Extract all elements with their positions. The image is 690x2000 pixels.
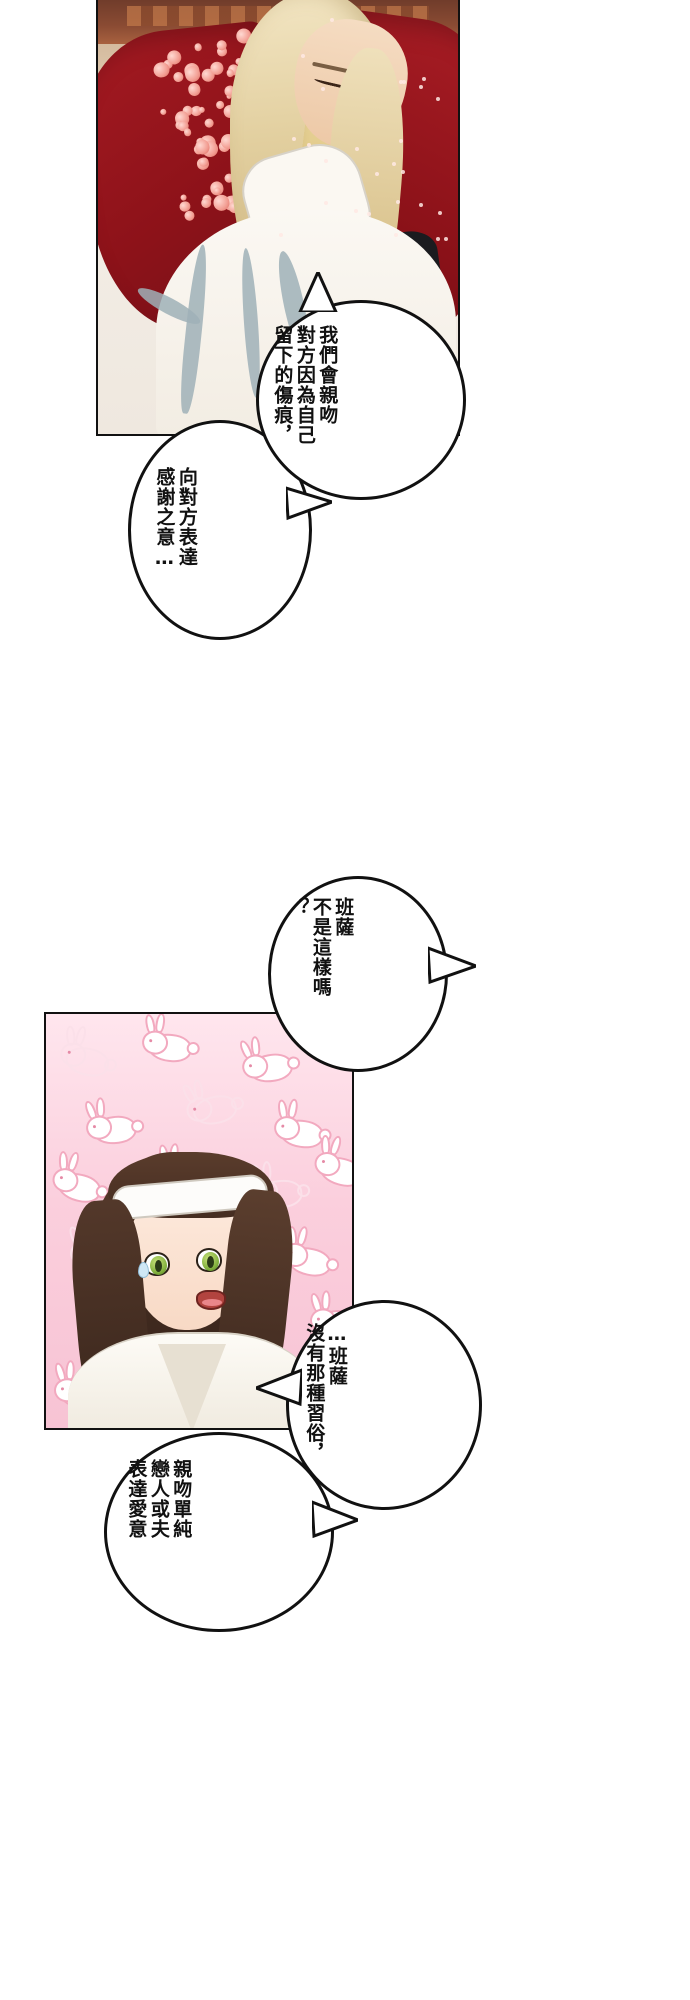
speech-bubble-3[interactable]: 班薩 不是這樣嗎 ？: [268, 876, 448, 1072]
bubble-1-text: 我們會親吻 對方因為自己 留下的傷痕，: [271, 325, 338, 445]
sparkle: [438, 211, 442, 215]
bubble-2-text: 向對方表達 感謝之意…: [153, 467, 198, 570]
girl-robe-vfold: [158, 1344, 226, 1430]
sparkle: [419, 203, 423, 207]
bubble-3-tail: [428, 944, 476, 986]
sparkle: [422, 77, 426, 81]
sparkle: [301, 54, 305, 58]
bubble-2-tail: [286, 482, 332, 522]
girl-pupil-left: [155, 1260, 162, 1272]
sparkle: [444, 237, 448, 241]
sparkle: [401, 170, 405, 174]
speech-bubble-5[interactable]: 親吻單純 戀人或夫 表達愛意: [104, 1432, 334, 1632]
girl-eye-right: [196, 1248, 222, 1272]
sparkle: [292, 137, 296, 141]
speech-bubble-4[interactable]: …班薩 沒有那種習俗，: [286, 1300, 482, 1510]
rabbit-icon: [140, 1022, 201, 1067]
girl-iris-left: [150, 1256, 167, 1275]
bubble-5-tail: [312, 1498, 358, 1540]
bubble-5-text: 親吻單純 戀人或夫 表達愛意: [125, 1459, 192, 1539]
girl-pupil-right: [207, 1256, 214, 1268]
sparkle: [436, 237, 440, 241]
girl-iris-right: [202, 1252, 219, 1271]
girl-mouth: [196, 1290, 226, 1310]
bubble-1-tail: [296, 272, 342, 312]
speech-bubble-1[interactable]: 我們會親吻 對方因為自己 留下的傷痕，: [256, 300, 466, 500]
sweat-drop: [138, 1262, 149, 1278]
bubble-3-text: 班薩 不是這樣嗎 ？: [287, 897, 354, 997]
sparkle: [399, 139, 403, 143]
sparkle: [375, 172, 379, 176]
bubble-4-text: …班薩 沒有那種習俗，: [303, 1323, 348, 1463]
sparkle: [324, 159, 328, 163]
rabbit-icon: [84, 1103, 146, 1149]
sparkle: [354, 209, 358, 213]
bubble-4-tail: [256, 1366, 302, 1408]
